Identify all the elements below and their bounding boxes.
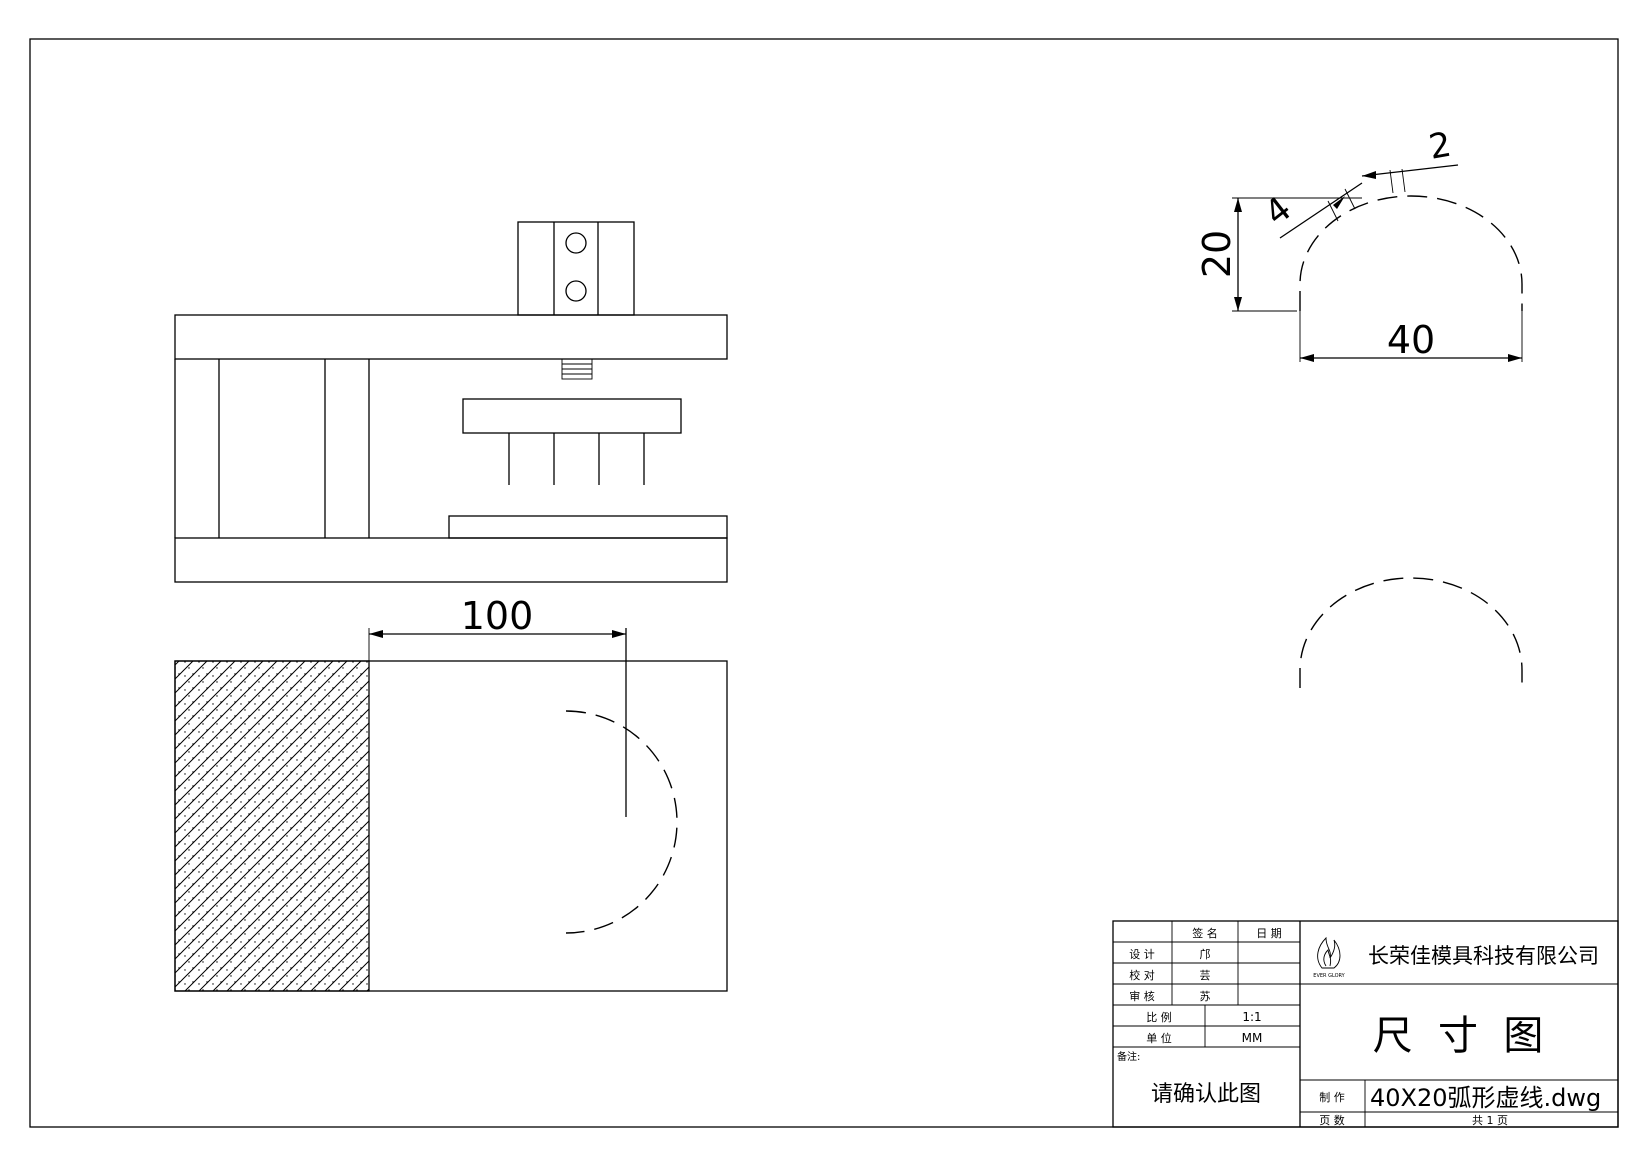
page-value: 共 1 页 xyxy=(1472,1114,1508,1127)
top-view: 100 xyxy=(174,594,728,992)
company-name: 长荣佳模具科技有限公司 xyxy=(1368,944,1599,968)
hatched-region xyxy=(174,660,370,992)
flame-logo-icon xyxy=(1317,936,1341,969)
design-label: 设 计 xyxy=(1129,948,1155,961)
drawing-title: 尺 寸 图 xyxy=(1373,1013,1544,1059)
col-sign-header: 签 名 xyxy=(1192,926,1218,940)
dimension-gap: 2 xyxy=(1426,125,1454,168)
dimension-width: 40 xyxy=(1387,318,1435,362)
bolt-hole xyxy=(565,232,587,254)
detail-view: 20 40 4 2 xyxy=(1195,125,1523,362)
dimension-dash-length: 4 xyxy=(1257,189,1299,234)
unit-value: MM xyxy=(1242,1031,1263,1045)
dashed-semicircle xyxy=(1299,195,1523,311)
page-label: 页 数 xyxy=(1319,1114,1345,1127)
review-label: 审 核 xyxy=(1129,989,1155,1003)
file-name: 40X20弧形虚线.dwg xyxy=(1370,1084,1601,1112)
dimension-height: 20 xyxy=(1195,230,1239,278)
logo-caption: EVER GLORY xyxy=(1313,973,1345,979)
dashed-arc-profile xyxy=(1299,577,1523,688)
unit-label: 单 位 xyxy=(1146,1031,1172,1045)
col-date-header: 日 期 xyxy=(1256,927,1282,940)
upper-plate xyxy=(174,314,728,360)
top-view-outline xyxy=(174,660,728,992)
bolt-hole xyxy=(565,280,587,302)
die-block xyxy=(448,515,728,539)
check-sign: 芸 xyxy=(1200,969,1211,982)
drawing-border xyxy=(29,38,1619,1128)
check-label: 校 对 xyxy=(1129,968,1155,982)
dimension-length: 100 xyxy=(461,594,534,638)
scale-value: 1:1 xyxy=(1242,1010,1261,1024)
remark-label: 备注: xyxy=(1117,1050,1140,1063)
dashed-arc-top-view xyxy=(565,710,678,934)
file-label: 制 作 xyxy=(1319,1091,1345,1104)
title-block: 签 名 日 期 设 计 邝 校 对 芸 审 核 苏 比 例 1:1 单 位 MM… xyxy=(1112,920,1619,1128)
confirm-text: 请确认此图 xyxy=(1151,1082,1261,1107)
front-view xyxy=(174,221,728,583)
review-sign: 苏 xyxy=(1200,990,1211,1003)
punch-holder xyxy=(462,398,682,434)
scale-label: 比 例 xyxy=(1146,1010,1172,1024)
lower-plate xyxy=(174,537,728,583)
design-sign: 邝 xyxy=(1200,948,1211,961)
